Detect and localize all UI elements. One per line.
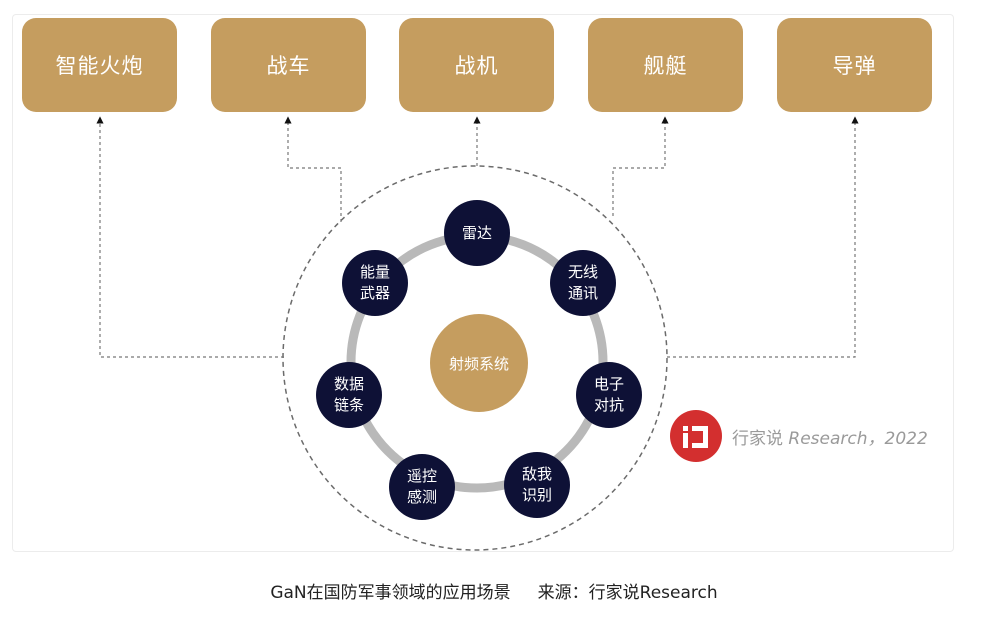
app-box-missile: 导弹	[777, 18, 932, 112]
connector-ship	[612, 116, 669, 216]
connector-missile	[667, 116, 859, 358]
system-boundary-circle	[282, 165, 668, 551]
ring-node-radar: 雷达	[444, 200, 510, 266]
figure-caption: GaN在国防军事领域的应用场景 来源：行家说Research	[270, 583, 718, 603]
app-box-tank: 战车	[211, 18, 366, 112]
ring-node-iff: 敌我 识别	[504, 452, 570, 518]
ring-node-energy: 能量 武器	[342, 250, 408, 316]
watermark-en: Research，2022	[788, 429, 928, 449]
app-box-ship: 舰艇	[588, 18, 743, 112]
connector-tank	[284, 116, 342, 222]
watermark-text: 行家说 Research，2022	[732, 424, 928, 449]
ring-node-datalink: 数据 链条	[316, 362, 382, 428]
watermark-cn: 行家说	[732, 429, 789, 449]
connector-artillery	[96, 116, 284, 358]
watermark-logo	[670, 410, 722, 462]
app-box-aircraft: 战机	[399, 18, 554, 112]
app-box-artillery: 智能火炮	[22, 18, 177, 112]
ring-node-ew: 电子 对抗	[576, 362, 642, 428]
ring-node-telemetry: 遥控 感测	[389, 454, 455, 520]
ring-node-wireless: 无线 通讯	[550, 250, 616, 316]
center-node: 射频系统	[430, 314, 528, 412]
